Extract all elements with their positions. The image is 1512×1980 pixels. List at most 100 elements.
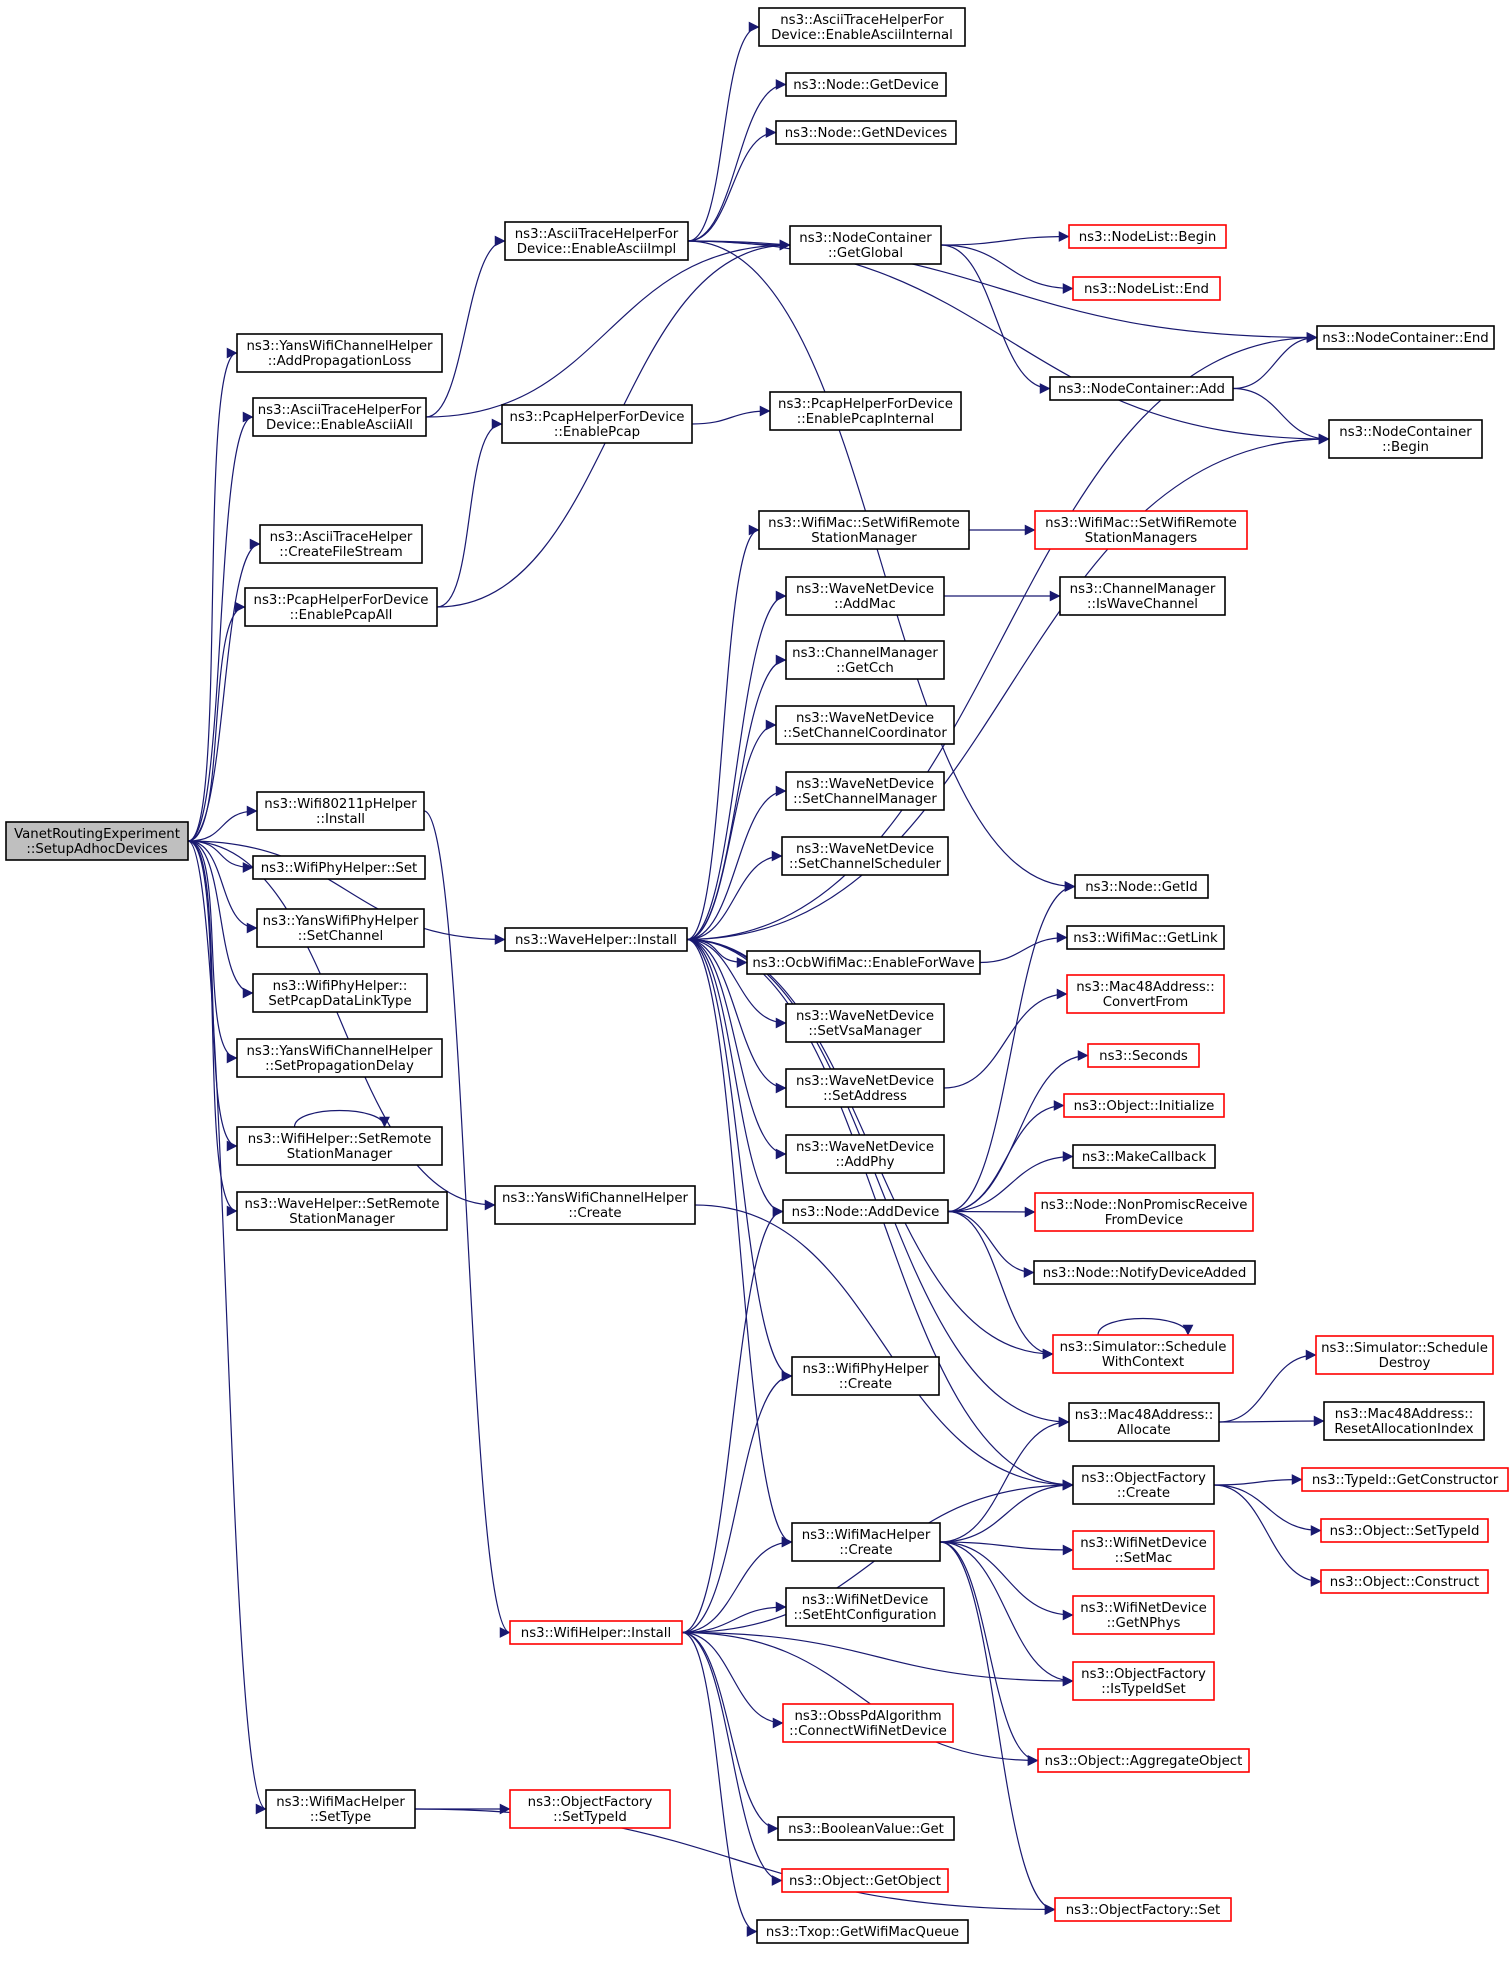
node-box	[769, 391, 962, 431]
node-label-line: ns3::NodeContainer	[1339, 425, 1472, 440]
node-box	[504, 927, 688, 952]
edge-ascii-all-to-ascii-impl	[425, 235, 506, 418]
node-root[interactable]: VanetRoutingExperiment::SetupAdhocDevice…	[5, 821, 189, 861]
node-box	[758, 510, 970, 550]
node-machelper-create[interactable]: ns3::WifiMacHelper::Create	[791, 1522, 941, 1562]
node-ocb-enable[interactable]: ns3::OcbWifiMac::EnableForWave	[746, 950, 981, 975]
node-obj-aggregate[interactable]: ns3::Object::AggregateObject	[1037, 1748, 1250, 1773]
node-phy-set[interactable]: ns3::WifiPhyHelper::Set	[252, 855, 426, 880]
node-nc-getglobal[interactable]: ns3::NodeContainer::GetGlobal	[789, 225, 942, 265]
node-label-line: ns3::Node::GetDevice	[793, 78, 939, 93]
node-nl-end[interactable]: ns3::NodeList::End	[1072, 276, 1221, 301]
node-machelper-settype[interactable]: ns3::WifiMacHelper::SetType	[265, 1789, 416, 1829]
node-wnd-getnphys[interactable]: ns3::WifiNetDevice::GetNPhys	[1072, 1595, 1215, 1635]
node-wave-install[interactable]: ns3::WaveHelper::Install	[504, 927, 688, 952]
node-yans-create[interactable]: ns3::YansWifiChannelHelper::Create	[494, 1185, 696, 1225]
node-node-getndevices[interactable]: ns3::Node::GetNDevices	[775, 120, 957, 145]
node-label-line: ns3::Simulator::Schedule	[1321, 1341, 1488, 1356]
node-wnd-setmac[interactable]: ns3::WifiNetDevice::SetMac	[1072, 1530, 1215, 1570]
node-pcap-enable[interactable]: ns3::PcapHelperForDevice::EnablePcap	[501, 404, 693, 444]
node-nc-end[interactable]: ns3::NodeContainer::End	[1316, 325, 1495, 350]
node-wnd-setvsa[interactable]: ns3::WaveNetDevice::SetVsaManager	[785, 1003, 945, 1043]
node-obss[interactable]: ns3::ObssPdAlgorithm::ConnectWifiNetDevi…	[782, 1703, 954, 1743]
node-box	[791, 1522, 941, 1562]
node-node-getdevice[interactable]: ns3::Node::GetDevice	[785, 72, 947, 97]
node-box	[785, 1003, 945, 1043]
node-box	[509, 1620, 683, 1645]
node-label-line: ::GetCch	[836, 661, 894, 676]
node-nc-add[interactable]: ns3::NodeContainer::Add	[1049, 376, 1234, 401]
node-wnd-addphy[interactable]: ns3::WaveNetDevice::AddPhy	[785, 1134, 945, 1174]
node-mac48-alloc[interactable]: ns3::Mac48Address::Allocate	[1068, 1402, 1220, 1442]
node-of-create[interactable]: ns3::ObjectFactory::Create	[1072, 1465, 1215, 1505]
node-txop-getq[interactable]: ns3::Txop::GetWifiMacQueue	[756, 1919, 969, 1944]
node-obj-init[interactable]: ns3::Object::Initialize	[1063, 1093, 1225, 1118]
node-wnd-addmac[interactable]: ns3::WaveNetDevice::AddMac	[785, 576, 945, 616]
node-seconds[interactable]: ns3::Seconds	[1087, 1043, 1200, 1068]
edge-wave-install-to-wnd-addphy	[686, 938, 787, 1160]
node-mac48-convert[interactable]: ns3::Mac48Address::ConvertFrom	[1066, 974, 1225, 1014]
node-label-line: ns3::Node::NonPromiscReceive	[1041, 1198, 1248, 1213]
node-ascii-internal[interactable]: ns3::AsciiTraceHelperForDevice::EnableAs…	[758, 7, 966, 47]
node-phy-pcaplink[interactable]: ns3::WifiPhyHelper::SetPcapDataLinkType	[252, 973, 428, 1013]
node-label-line: ns3::WaveNetDevice	[796, 1009, 934, 1024]
node-nl-begin[interactable]: ns3::NodeList::Begin	[1068, 224, 1227, 249]
node-wnd-setsched[interactable]: ns3::WaveNetDevice::SetChannelScheduler	[781, 836, 949, 876]
node-node-adddevice[interactable]: ns3::Node::AddDevice	[782, 1199, 949, 1224]
node-mac48-reset[interactable]: ns3::Mac48Address::ResetAllocationIndex	[1323, 1401, 1485, 1441]
node-obj-settypeid[interactable]: ns3::Object::SetTypeId	[1320, 1518, 1489, 1543]
node-nc-begin[interactable]: ns3::NodeContainer::Begin	[1328, 419, 1483, 459]
node-ascii-impl[interactable]: ns3::AsciiTraceHelperForDevice::EnableAs…	[504, 221, 689, 261]
node-obj-construct[interactable]: ns3::Object::Construct	[1320, 1569, 1489, 1594]
node-label-line: StationManager	[287, 1147, 393, 1162]
node-wnd-setchmgr[interactable]: ns3::WaveNetDevice::SetChannelManager	[785, 771, 945, 811]
node-label-line: ns3::Seconds	[1099, 1049, 1188, 1064]
node-mac-setremotes[interactable]: ns3::WifiMac::SetWifiRemoteStationManage…	[1034, 510, 1248, 550]
node-mac-getlink[interactable]: ns3::WifiMac::GetLink	[1066, 925, 1225, 950]
node-label-line: ::SetAddress	[823, 1089, 907, 1104]
node-makecallback[interactable]: ns3::MakeCallback	[1072, 1144, 1216, 1169]
node-bool-get[interactable]: ns3::BooleanValue::Get	[777, 1816, 955, 1841]
node-label-line: ns3::Mac48Address::	[1335, 1407, 1474, 1422]
edge-root-to-ascii-createfile	[187, 538, 261, 842]
node-label-line: ns3::PcapHelperForDevice	[778, 397, 953, 412]
node-box	[1049, 376, 1234, 401]
node-wifihelper-install[interactable]: ns3::WifiHelper::Install	[509, 1620, 683, 1645]
node-of-set[interactable]: ns3::ObjectFactory::Set	[1054, 1897, 1232, 1922]
edge-pcap-enable-to-pcap-internal	[691, 405, 771, 425]
node-wnd-setcoord[interactable]: ns3::WaveNetDevice::SetChannelCoordinato…	[775, 705, 955, 745]
node-label-line: ::SetChannelManager	[793, 792, 937, 807]
node-box	[785, 1134, 945, 1174]
node-ascii-all[interactable]: ns3::AsciiTraceHelperForDevice::EnableAs…	[252, 397, 427, 437]
node-typeid-getctor[interactable]: ns3::TypeId::GetConstructor	[1301, 1467, 1509, 1492]
node-ascii-createfile[interactable]: ns3::AsciiTraceHelper::CreateFileStream	[259, 524, 423, 564]
edge-node-adddevice-to-node-notify	[947, 1210, 1035, 1278]
node-of-settypeid[interactable]: ns3::ObjectFactory::SetTypeId	[509, 1789, 671, 1829]
node-yans-setpropdelay[interactable]: ns3::YansWifiChannelHelper::SetPropagati…	[236, 1038, 443, 1078]
edge-wifihelper-setremote-to-wifihelper-setremote	[293, 1109, 390, 1128]
node-label-line: ns3::WifiMacHelper	[802, 1528, 931, 1543]
node-cm-getcch[interactable]: ns3::ChannelManager::GetCch	[785, 640, 945, 680]
node-box	[785, 72, 947, 97]
node-pcap-internal[interactable]: ns3::PcapHelperForDevice::EnablePcapInte…	[769, 391, 962, 431]
node-node-getid[interactable]: ns3::Node::GetId	[1074, 874, 1209, 899]
node-cm-iswave[interactable]: ns3::ChannelManager::IsWaveChannel	[1059, 576, 1226, 616]
node-wnd-seteht[interactable]: ns3::WifiNetDevice::SetEhtConfiguration	[785, 1587, 945, 1627]
node-pcap-all[interactable]: ns3::PcapHelperForDevice::EnablePcapAll	[244, 587, 438, 627]
node-mac-setremote[interactable]: ns3::WifiMac::SetWifiRemoteStationManage…	[758, 510, 970, 550]
node-wnd-setaddr[interactable]: ns3::WaveNetDevice::SetAddress	[785, 1068, 945, 1108]
node-yans-addprop[interactable]: ns3::YansWifiChannelHelper::AddPropagati…	[236, 333, 443, 373]
node-label-line: ::Install	[316, 812, 365, 827]
node-node-notify[interactable]: ns3::Node::NotifyDeviceAdded	[1033, 1260, 1256, 1285]
node-phyhelper-create[interactable]: ns3::WifiPhyHelper::Create	[791, 1356, 940, 1396]
node-of-istypeidset[interactable]: ns3::ObjectFactory::IsTypeIdSet	[1072, 1661, 1215, 1701]
node-wifi80211p[interactable]: ns3::Wifi80211pHelper::Install	[256, 791, 425, 831]
node-yans-setchannel[interactable]: ns3::YansWifiPhyHelper::SetChannel	[256, 908, 425, 948]
node-label-line: ::Create	[1117, 1486, 1170, 1501]
node-obj-getobject[interactable]: ns3::Object::GetObject	[781, 1868, 949, 1893]
